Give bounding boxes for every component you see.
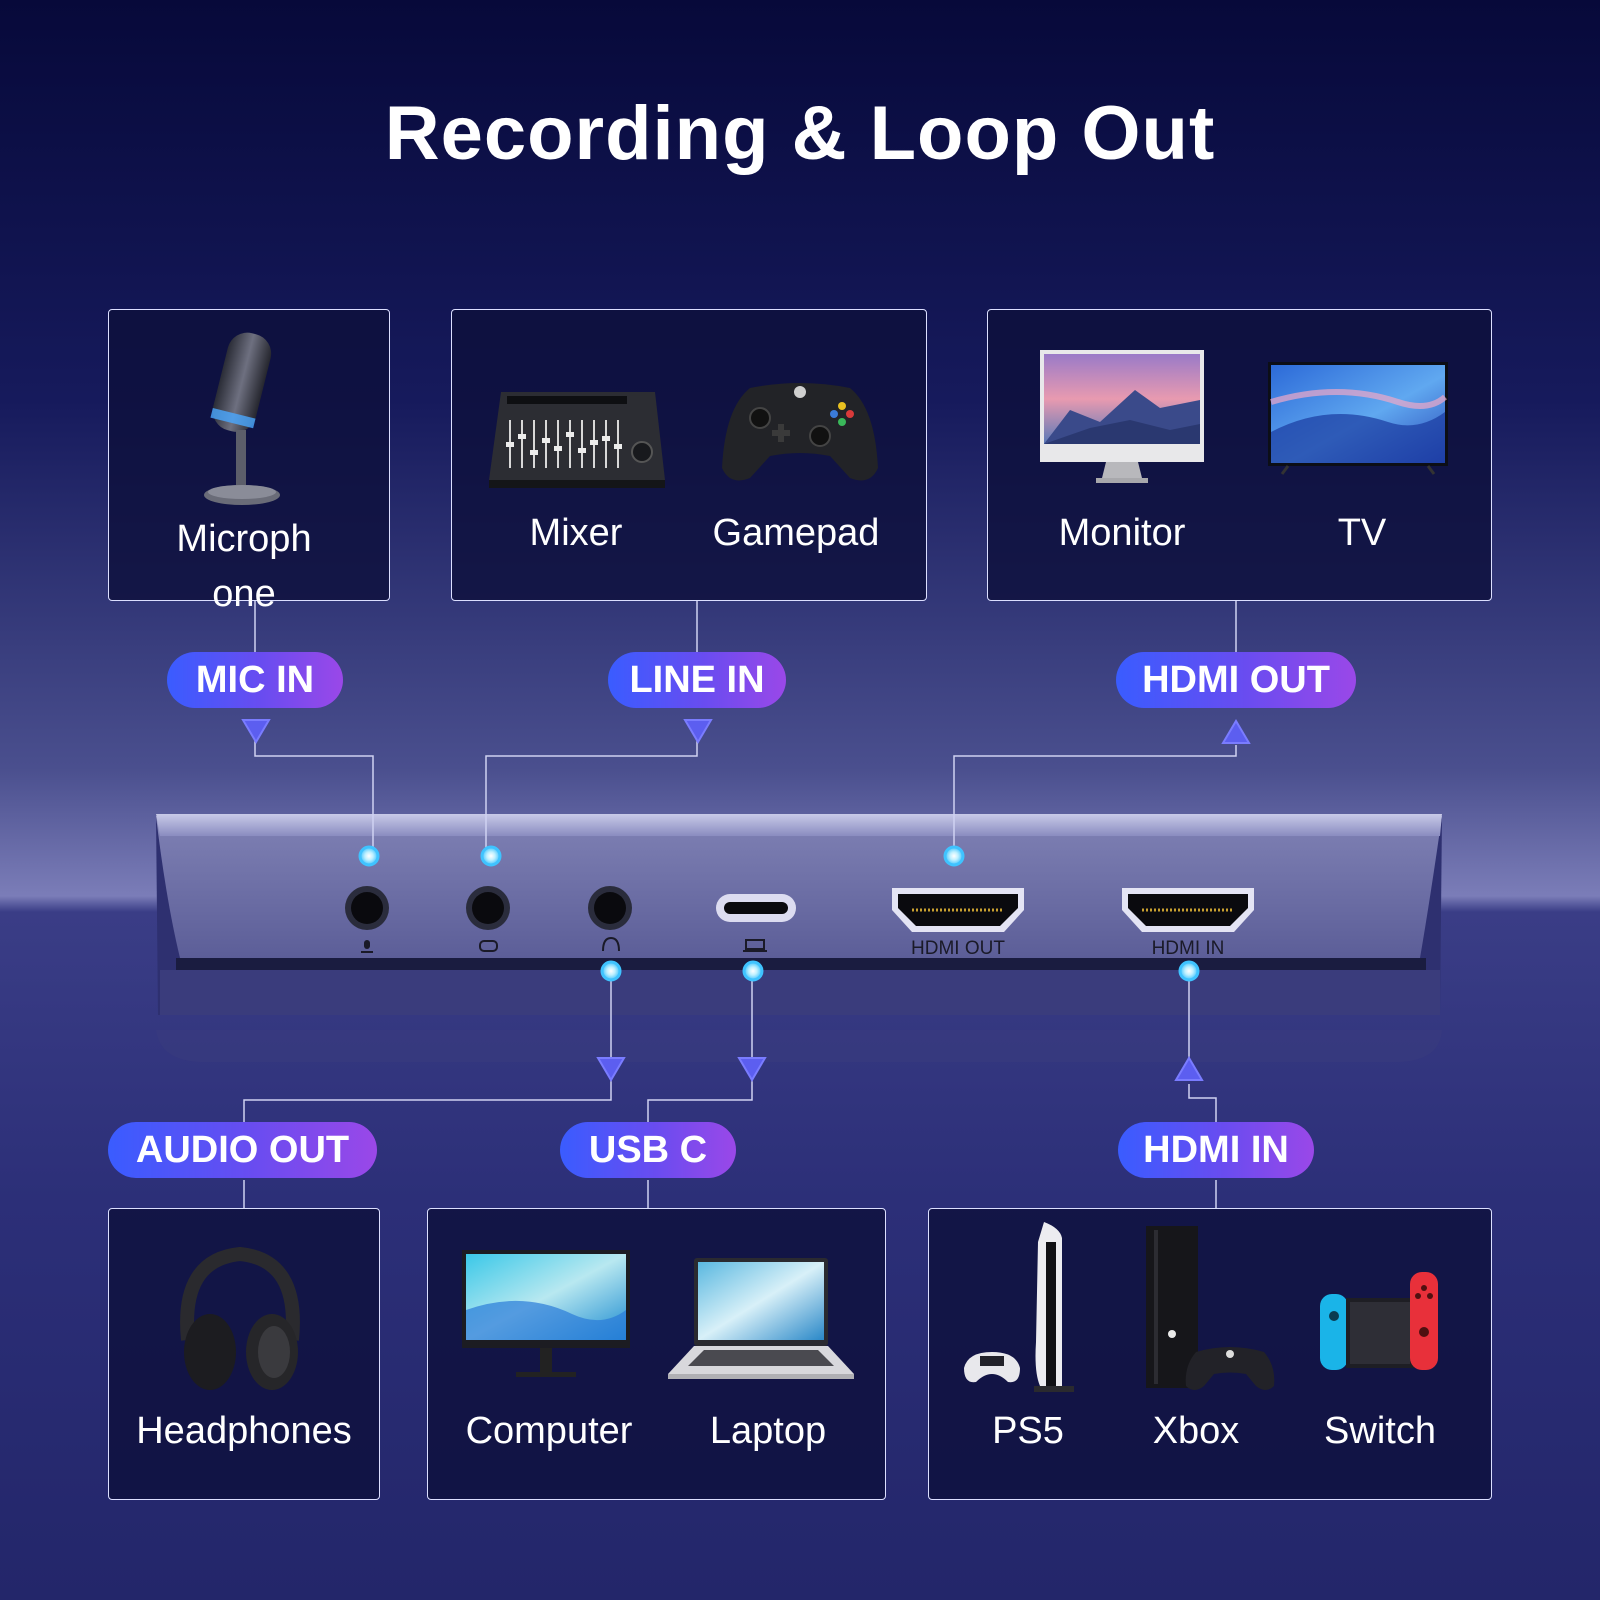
hdmi-out-port <box>892 888 1024 932</box>
usb-c-pill: USB C <box>560 1122 736 1178</box>
microphone-label: Microph one <box>176 518 312 615</box>
switch-label: Switch <box>1324 1410 1436 1452</box>
audio-out-arrow-icon <box>596 1057 626 1082</box>
gamepad-icon <box>722 383 878 481</box>
ps5-label: PS5 <box>992 1410 1064 1452</box>
hdmi-out-dot <box>943 845 965 867</box>
mic-in-dot <box>358 845 380 867</box>
mic-jack-port <box>345 886 389 930</box>
line-in-connector <box>485 601 698 856</box>
hdmi-in-port <box>1122 888 1254 932</box>
mic-in-arrow-icon <box>241 719 271 744</box>
microphone-port-icon <box>361 940 373 953</box>
usb-c-port <box>716 894 796 922</box>
hdmi-out-arrow-icon <box>1221 719 1251 744</box>
audio-out-connector <box>243 970 612 1208</box>
headphones-port-icon <box>602 936 620 952</box>
switch-icon <box>1320 1272 1438 1370</box>
audio-out-dot <box>600 960 622 982</box>
mic-in-connector <box>254 601 374 856</box>
xbox-label: Xbox <box>1152 1410 1240 1452</box>
computer-icon <box>462 1250 630 1377</box>
hdmi-in-port-label: HDMI IN <box>1152 938 1225 959</box>
gamepad-label: Gamepad <box>712 512 880 554</box>
usb-c-dot <box>742 960 764 982</box>
ps5-icon <box>964 1222 1074 1392</box>
mic-in-pill: MIC IN <box>167 652 343 708</box>
headphones-label: Headphones <box>136 1410 352 1452</box>
hdmi-in-dot <box>1178 960 1200 982</box>
laptop-label: Laptop <box>709 1410 827 1452</box>
gamepad-port-icon <box>479 940 498 952</box>
monitor-icon <box>1040 350 1204 483</box>
mixer-icon <box>489 392 665 488</box>
headphones-icon <box>180 1246 300 1390</box>
hdmi-out-connector <box>953 601 1237 856</box>
usb-c-arrow-icon <box>737 1057 767 1082</box>
microphone-icon <box>204 332 280 505</box>
line-in-dot <box>480 845 502 867</box>
audio-out-jack-port <box>588 886 632 930</box>
tv-icon <box>1268 362 1448 475</box>
hdmi-in-pill: HDMI IN <box>1118 1122 1314 1178</box>
capture-device <box>156 814 1442 1062</box>
hdmi-out-pill: HDMI OUT <box>1116 652 1356 708</box>
monitor-label: Monitor <box>1058 512 1186 554</box>
xbox-icon <box>1146 1226 1275 1390</box>
line-in-arrow-icon <box>683 719 713 744</box>
hdmi-in-arrow-icon <box>1174 1056 1204 1081</box>
tv-label: TV <box>1337 512 1387 554</box>
line-in-jack-port <box>466 886 510 930</box>
mixer-label: Mixer <box>529 512 623 554</box>
line-in-pill: LINE IN <box>608 652 786 708</box>
usb-c-connector <box>647 970 753 1208</box>
hdmi-out-port-label: HDMI OUT <box>911 938 1005 959</box>
laptop-icon <box>668 1258 854 1379</box>
audio-out-pill: AUDIO OUT <box>108 1122 377 1178</box>
hdmi-in-connector <box>1188 970 1217 1208</box>
page-title: Recording & Loop Out <box>384 91 1216 176</box>
computer-label: Computer <box>465 1410 633 1452</box>
laptop-port-icon <box>743 939 767 952</box>
